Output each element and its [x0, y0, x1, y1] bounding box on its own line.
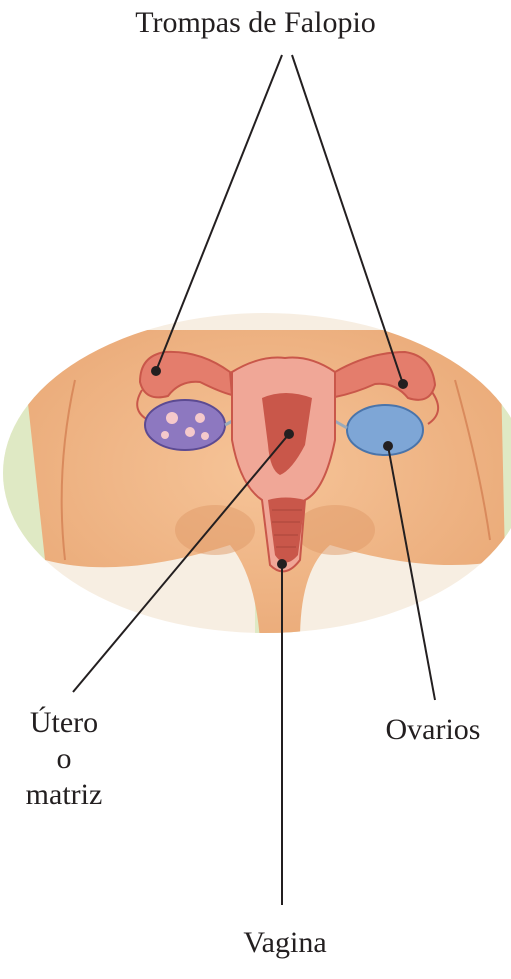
label-fallopian-tubes: Trompas de Falopio: [0, 8, 511, 38]
label-vagina: Vagina: [210, 928, 360, 958]
label-uterus-line2: o: [0, 741, 128, 777]
label-uterus: Útero o matriz: [0, 705, 128, 813]
label-ovaries: Ovarios: [368, 715, 498, 745]
label-uterus-line1: Útero: [0, 705, 128, 741]
label-uterus-line3: matriz: [0, 777, 128, 813]
